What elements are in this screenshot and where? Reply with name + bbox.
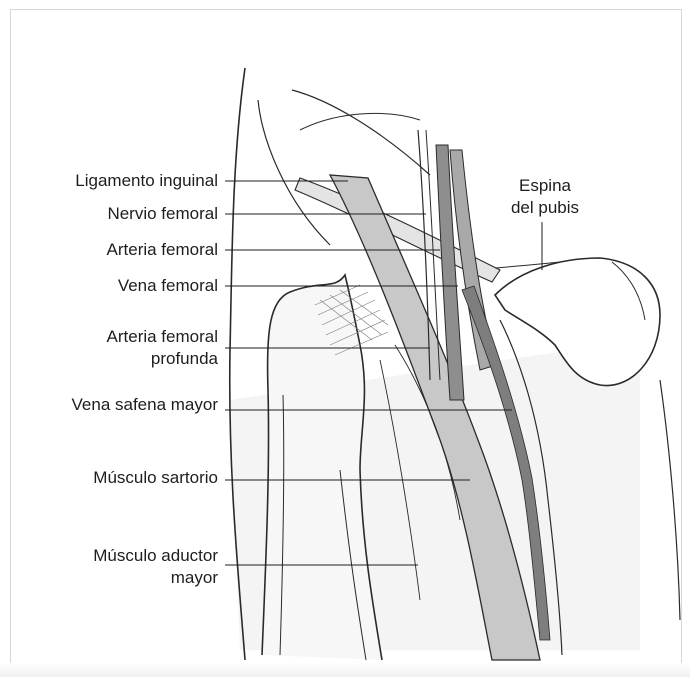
label-musculo-aductor-mayor-line2: mayor	[20, 567, 218, 589]
label-ligamento-inguinal: Ligamento inguinal	[20, 170, 218, 192]
label-vena-femoral: Vena femoral	[20, 275, 218, 297]
label-arteria-femoral-profunda-line1: Arteria femoral	[20, 326, 218, 348]
label-musculo-sartorio: Músculo sartorio	[20, 467, 218, 489]
abdomen-curve	[292, 90, 430, 175]
label-vena-safena-mayor: Vena safena mayor	[10, 394, 218, 416]
label-arteria-femoral: Arteria femoral	[20, 239, 218, 261]
label-espina-pubis-line2: del pubis	[490, 197, 600, 219]
label-espina-pubis-line1: Espina	[490, 175, 600, 197]
medial-skin-line	[660, 380, 680, 620]
label-musculo-aductor-mayor-line1: Músculo aductor	[20, 545, 218, 567]
bottom-edge	[0, 663, 690, 677]
label-arteria-femoral-profunda-line2: profunda	[20, 348, 218, 370]
label-nervio-femoral: Nervio femoral	[20, 203, 218, 225]
